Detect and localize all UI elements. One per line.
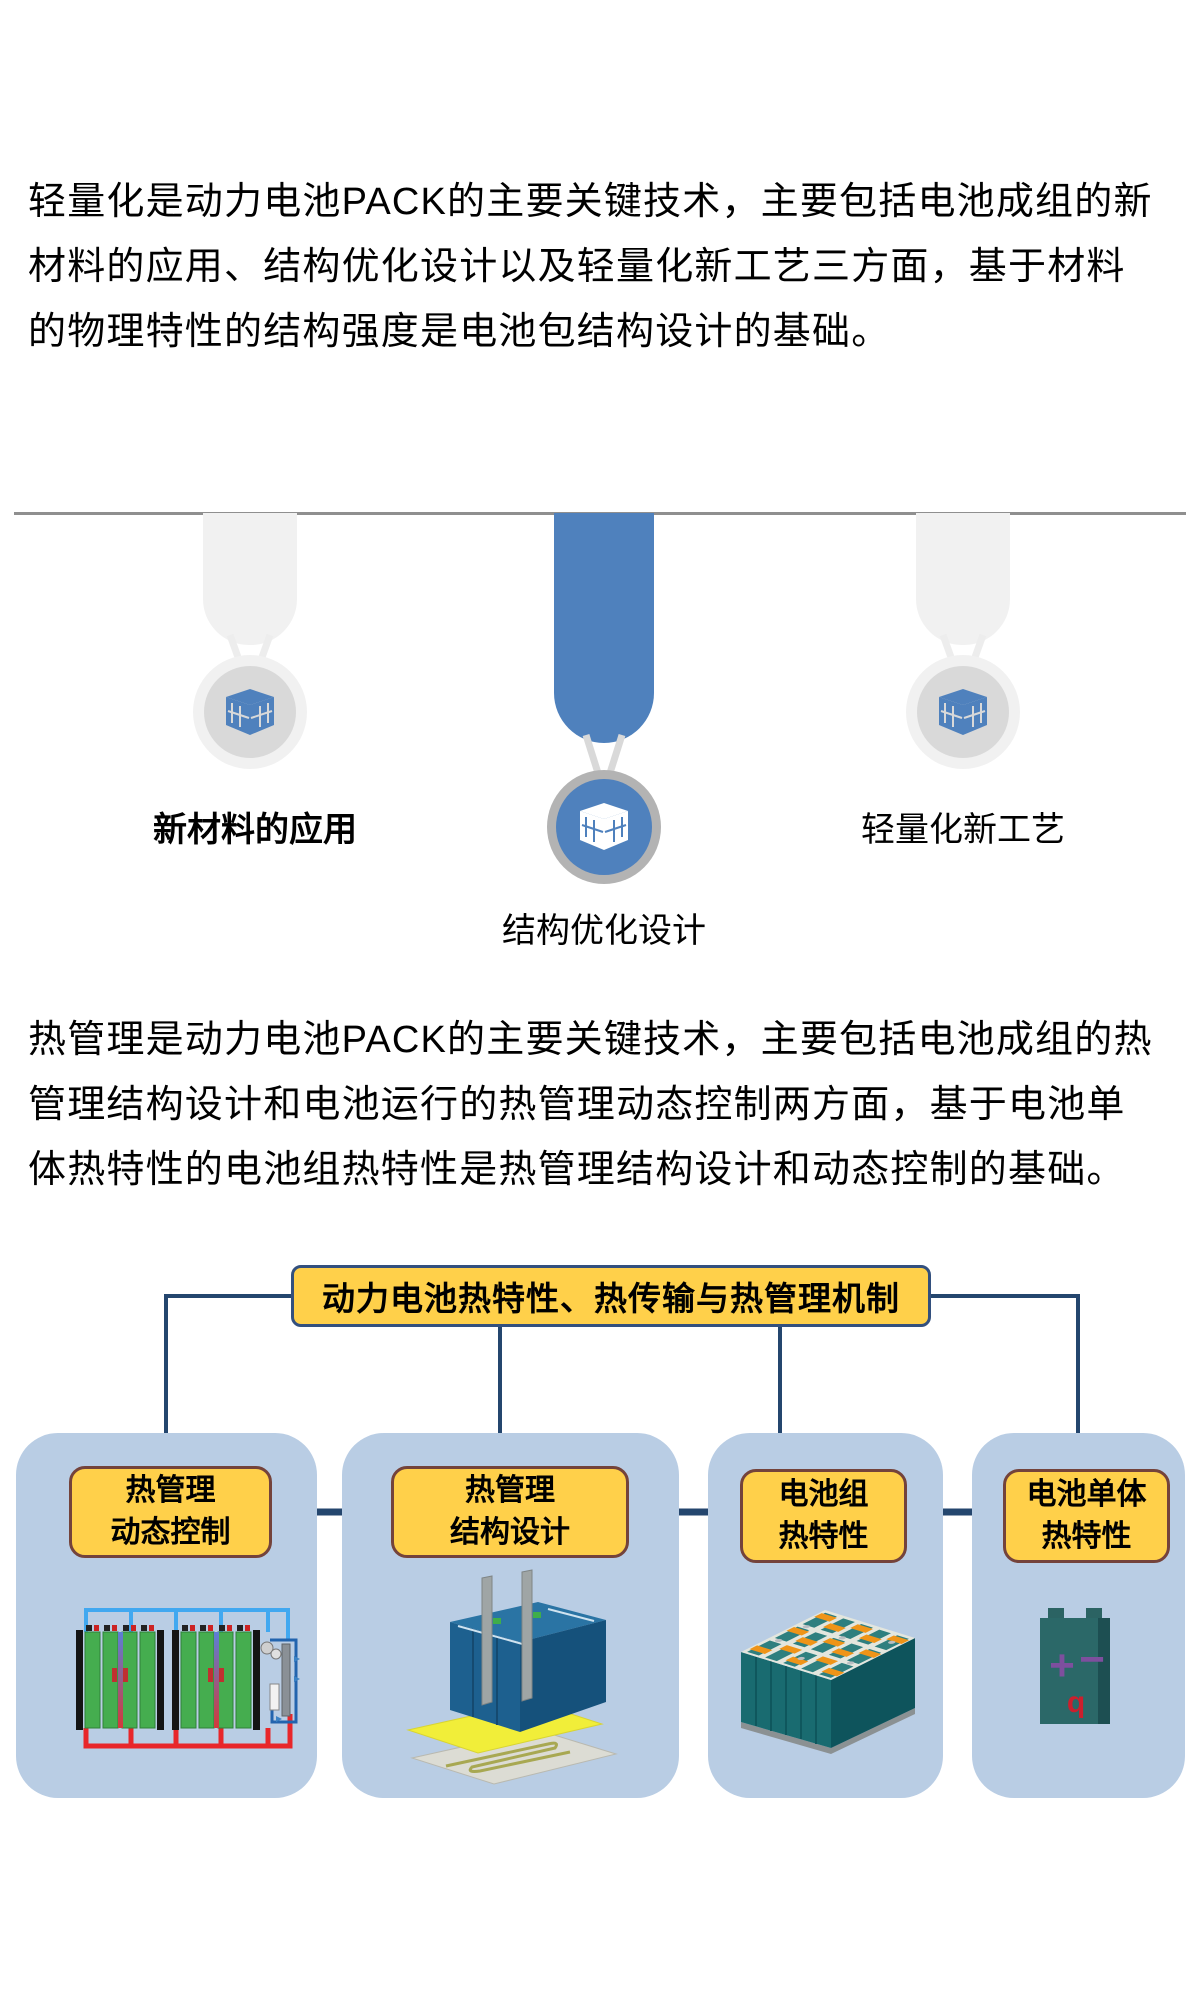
thermal-control-testbench-image — [76, 1608, 300, 1749]
paragraph-thermal-management: 热管理是动力电池PACK的主要关键技术，主要包括电池成组的热 管理结构设计和电池… — [28, 1008, 1188, 1203]
pin-label-structure-optimization: 结构优化设计 — [502, 912, 706, 950]
building-icon — [939, 689, 987, 735]
node-title-module-thermal: 电池组 热特性 — [740, 1469, 907, 1563]
pin-label-new-materials: 新材料的应用 — [153, 811, 357, 849]
paragraph-line: 材料的应用、结构优化设计以及轻量化新工艺三方面，基于材料 — [28, 246, 1126, 288]
cell-minus-mark: − — [1079, 1635, 1105, 1684]
milestone-pin-new-process — [906, 513, 1020, 769]
paragraph-line: 体热特性的电池组热特性是热管理结构设计和动态控制的基础。 — [28, 1149, 1126, 1191]
module-top-busbar-grid — [741, 1609, 916, 1681]
pack-structure-exploded-image — [406, 1569, 618, 1785]
node-title-cell-thermal: 电池单体 热特性 — [1003, 1469, 1170, 1563]
battery-module-3d-image — [741, 1609, 916, 1754]
node-title-line: 热特性 — [1041, 1520, 1132, 1553]
milestone-pin-structure-optimization — [547, 513, 661, 884]
node-title-line: 电池组 — [778, 1478, 869, 1511]
flowchart-header-box: 动力电池热特性、热传输与热管理机制 — [291, 1265, 931, 1327]
node-title-line: 结构设计 — [450, 1516, 570, 1549]
node-title-structure-design: 热管理 结构设计 — [391, 1466, 629, 1558]
pin-label-new-process: 轻量化新工艺 — [861, 811, 1065, 849]
node-title-line: 热特性 — [778, 1520, 869, 1553]
paragraph-line: 的物理特性的结构强度是电池包结构设计的基础。 — [28, 311, 891, 353]
building-icon — [226, 689, 274, 735]
node-title-line: 电池单体 — [1026, 1478, 1147, 1511]
node-title-line: 热管理 — [465, 1474, 555, 1507]
paragraph-lightweighting: 轻量化是动力电池PACK的主要关键技术，主要包括电池成组的新 材料的应用、结构优… — [28, 170, 1188, 365]
paragraph-line: 热管理是动力电池PACK的主要关键技术，主要包括电池成组的热 — [28, 1019, 1153, 1061]
paragraph-line: 管理结构设计和电池运行的热管理动态控制两方面，基于电池单 — [28, 1084, 1126, 1126]
paragraph-line: 轻量化是动力电池PACK的主要关键技术，主要包括电池成组的新 — [28, 181, 1153, 223]
cell-plus-mark: + — [1049, 1641, 1075, 1690]
node-title-line: 热管理 — [125, 1474, 216, 1507]
building-icon — [580, 803, 628, 850]
battery-cell-3d-image: + − q — [1040, 1608, 1110, 1724]
cell-q-mark: q — [1067, 1686, 1085, 1719]
node-title-line: 动态控制 — [110, 1516, 231, 1549]
milestone-pin-new-materials — [193, 513, 307, 769]
node-title-thermal-control: 热管理 动态控制 — [69, 1466, 272, 1558]
